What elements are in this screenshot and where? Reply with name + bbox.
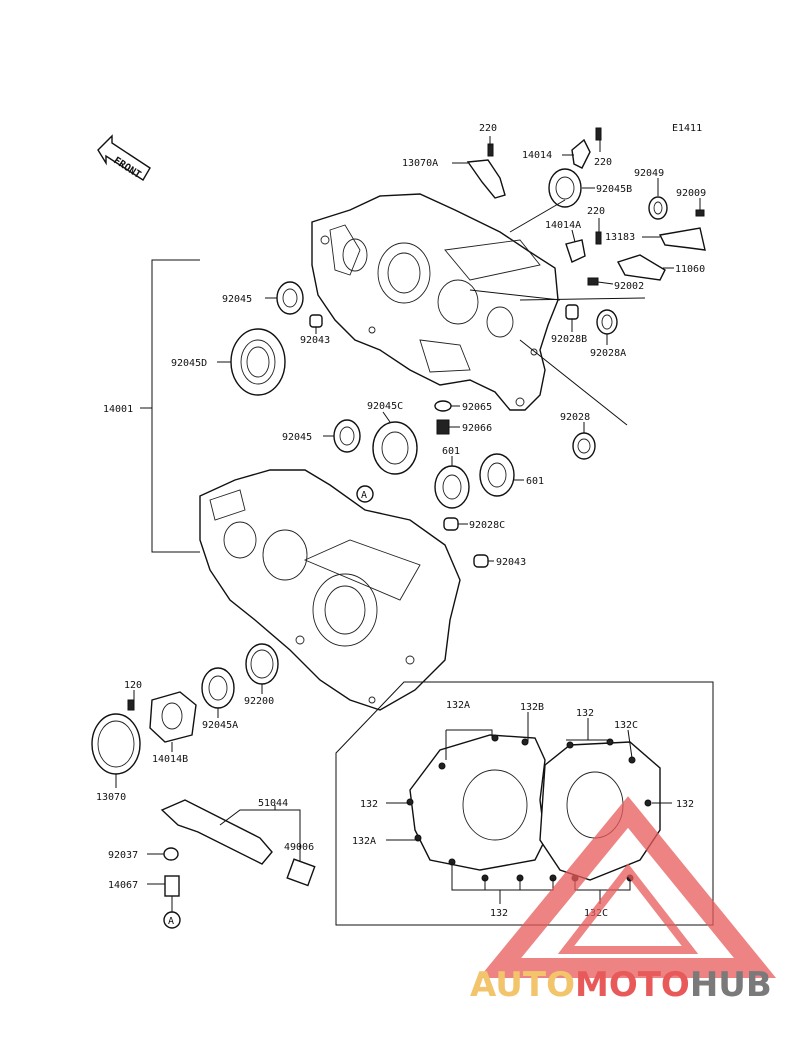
label-132a-left: 132A — [352, 836, 376, 847]
label-92045a: 92045A — [202, 720, 238, 731]
bracket-14014-icon — [571, 138, 591, 169]
bolt-120-icon — [127, 699, 135, 711]
watermark-text: AUTOMOTOHUB — [470, 965, 772, 1005]
inset-crankcase-left — [409, 734, 546, 871]
label-49006: 49006 — [284, 842, 314, 853]
label-132-right: 132 — [676, 799, 694, 810]
label-132-top: 132 — [576, 708, 594, 719]
label-601-b: 601 — [526, 476, 544, 487]
seal-92049-icon — [648, 196, 668, 220]
cover-13070-icon — [91, 713, 141, 775]
label-220-c: 220 — [587, 206, 605, 217]
bracket-14014a-icon — [565, 239, 586, 263]
label-92028a: 92028A — [590, 348, 626, 359]
clamp-92037-icon — [163, 847, 179, 861]
label-92045-upper: 92045 — [222, 294, 252, 305]
hose-51044-icon — [160, 799, 273, 865]
label-13183: 13183 — [605, 232, 635, 243]
bearing-92045d-icon — [230, 328, 286, 396]
washer-92065-icon — [434, 400, 452, 412]
label-92049: 92049 — [634, 168, 664, 179]
label-132-bottom: 132 — [490, 908, 508, 919]
watermark-hub: HUB — [690, 965, 772, 1005]
bearing-601-b-icon — [479, 453, 515, 497]
front-arrow-icon: FRONT — [97, 134, 151, 181]
label-92028: 92028 — [560, 412, 590, 423]
seal-92028a-icon — [596, 309, 618, 335]
bolt-layout-inset — [335, 681, 714, 926]
seal-92028-icon — [572, 432, 596, 460]
bearing-92045-upper-icon — [276, 281, 304, 315]
bolt-dots-icon — [406, 734, 652, 882]
label-92045b: 92045B — [596, 184, 632, 195]
label-220-b: 220 — [594, 157, 612, 168]
label-51044: 51044 — [258, 798, 288, 809]
label-92045c: 92045C — [367, 401, 403, 412]
bearing-92045-mid-icon — [333, 419, 361, 453]
label-132-left: 132 — [360, 799, 378, 810]
part-49006-icon — [286, 858, 316, 887]
label-132b: 132B — [520, 702, 544, 713]
watermark-moto: MOTO — [575, 965, 690, 1005]
label-92200: 92200 — [244, 696, 274, 707]
label-92045d: 92045D — [171, 358, 207, 369]
label-14014a: 14014A — [545, 220, 581, 231]
leader-lines — [115, 136, 701, 885]
label-92028b: 92028B — [551, 334, 587, 345]
label-92037: 92037 — [108, 850, 138, 861]
label-92028c: 92028C — [469, 520, 505, 531]
label-11060: 11060 — [675, 264, 705, 275]
pin-92043-upper-icon — [309, 314, 323, 328]
plate-14014b-icon — [149, 691, 197, 743]
callout-a-upper-label: A — [361, 490, 367, 501]
bearing-601-a-icon — [434, 465, 470, 509]
stud-92002-icon — [587, 277, 599, 286]
label-120: 120 — [124, 680, 142, 691]
bolt-icon — [487, 127, 602, 245]
bearing-92045b-icon — [548, 168, 582, 208]
label-14001: 14001 — [103, 404, 133, 415]
screw-92009-icon — [695, 209, 705, 217]
label-92066: 92066 — [462, 423, 492, 434]
fitting-14067-icon — [164, 875, 180, 897]
label-132c-top: 132C — [614, 720, 638, 731]
label-13070a: 13070A — [402, 158, 438, 169]
watermark-auto: AUTO — [470, 965, 575, 1005]
label-601-a: 601 — [442, 446, 460, 457]
label-92065: 92065 — [462, 402, 492, 413]
label-132a-top: 132A — [446, 700, 470, 711]
plate-13070a-icon — [466, 159, 506, 199]
crankcase-right-half — [311, 193, 559, 411]
bearing-92045a-icon — [201, 667, 235, 709]
seal-92200-icon — [245, 643, 279, 685]
pin-92043-lower-icon — [473, 554, 489, 568]
bush-92028c-icon — [443, 517, 459, 531]
bush-92028b-icon — [565, 304, 579, 320]
label-13070: 13070 — [96, 792, 126, 803]
callout-a-lower-icon — [163, 911, 181, 929]
crankcase-left-half — [199, 469, 461, 711]
watermark-logo — [478, 796, 777, 978]
plug-92066-icon — [436, 419, 450, 435]
label-14014b: 14014B — [152, 754, 188, 765]
lever-13183-icon — [658, 227, 706, 251]
diagram-code: E1411 — [672, 123, 702, 134]
plate-11060-icon — [616, 254, 666, 281]
label-92045-mid: 92045 — [282, 432, 312, 443]
label-92043-upper: 92043 — [300, 335, 330, 346]
label-220-top: 220 — [479, 123, 497, 134]
callout-a-upper-icon — [356, 485, 374, 503]
label-92009: 92009 — [676, 188, 706, 199]
bearing-92045c-icon — [372, 421, 418, 475]
label-92002: 92002 — [614, 281, 644, 292]
label-14014: 14014 — [522, 150, 552, 161]
label-14067: 14067 — [108, 880, 138, 891]
callout-a-lower-label: A — [168, 916, 174, 927]
label-92043-lower: 92043 — [496, 557, 526, 568]
